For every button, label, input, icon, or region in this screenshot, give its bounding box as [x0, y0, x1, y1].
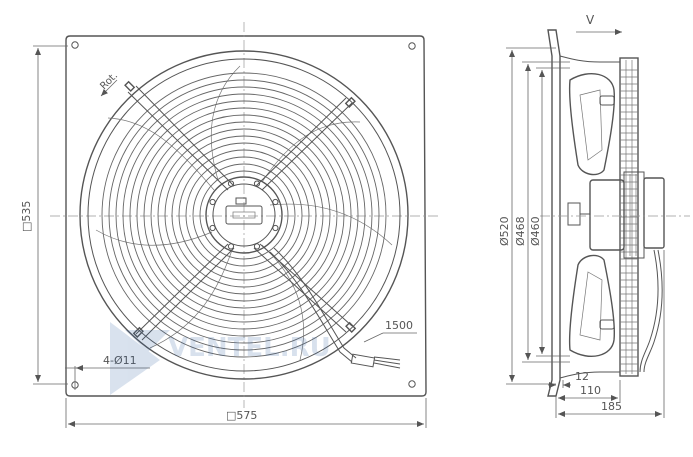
dim-185-label: 185 — [601, 400, 622, 413]
hub-bolt — [272, 224, 279, 232]
grill-ring — [157, 128, 331, 302]
grill-ring — [171, 142, 317, 288]
hub-bolt — [209, 224, 216, 232]
hub-bolt — [227, 180, 235, 187]
grill-ring — [108, 79, 380, 351]
watermark-text: VENTEL.RU — [168, 333, 331, 363]
grill-ring — [185, 156, 303, 274]
corner-hole-br — [408, 380, 416, 388]
side-cable — [639, 249, 659, 373]
hub-bolt — [253, 180, 261, 187]
width-dimension-label: □575 — [226, 409, 257, 422]
rotation-arrow: Rot. — [98, 70, 120, 97]
lower-blade — [568, 254, 616, 358]
motor-hub — [205, 176, 283, 254]
height-dimension: □535 — [20, 45, 68, 385]
venturi-inner-ring — [87, 58, 401, 372]
hub-bolt — [253, 243, 261, 250]
depth-dimensions: 12 110 185 — [548, 250, 665, 418]
side-terminal-box — [567, 202, 581, 226]
side-mounting-plate — [547, 29, 561, 397]
grill-ring — [150, 121, 338, 309]
width-dimension: □575 — [65, 398, 427, 428]
holes-label: 4-Ø11 — [103, 354, 137, 367]
guard-grill — [101, 72, 387, 358]
diameter-dimensions: Ø520 Ø468 Ø460 — [498, 47, 570, 385]
grill-ring — [143, 114, 345, 316]
cable-length-label: 1500 — [385, 319, 413, 332]
watermark-logo — [110, 322, 170, 395]
rotation-label: Rot. — [98, 70, 120, 92]
side-motor — [567, 171, 665, 259]
strut-clips — [124, 80, 357, 338]
mounting-plate — [65, 35, 427, 397]
guard-ribs — [620, 69, 638, 372]
height-dimension-label: □535 — [20, 201, 33, 232]
watermark: VENTEL.RU — [110, 322, 331, 395]
front-view: 1500 Rot. □535 4-Ø11 □575 — [20, 22, 438, 428]
dim-110-label: 110 — [580, 384, 601, 397]
hub-bolt — [209, 198, 216, 206]
hub-bolt — [227, 243, 235, 250]
corner-hole-tr — [408, 42, 416, 50]
side-view: V — [498, 13, 690, 418]
terminal-box — [225, 205, 263, 225]
dim-12-label: 12 — [575, 370, 589, 383]
dia-468-label: Ø468 — [514, 216, 527, 246]
corner-hole-tl — [71, 41, 79, 49]
grill-ring — [115, 86, 373, 344]
grill-ring — [101, 72, 387, 358]
grill-ring — [199, 170, 289, 260]
grill-ring — [122, 93, 366, 337]
venturi-outer-ring — [79, 50, 409, 380]
grill-ring — [136, 107, 352, 323]
power-cable — [269, 247, 401, 369]
grill-ring — [164, 135, 324, 295]
dia-520-label: Ø520 — [498, 216, 511, 246]
airflow-label: V — [586, 13, 595, 27]
grill-ring — [178, 149, 310, 281]
airflow-indicator: V — [576, 13, 622, 35]
hub-bolts — [209, 180, 279, 250]
hub-bolt — [272, 198, 279, 206]
dia-460-label: Ø460 — [529, 216, 542, 246]
grill-ring — [192, 163, 296, 267]
grill-ring — [129, 100, 359, 330]
holes-leader: 4-Ø11 — [65, 354, 150, 390]
upper-blade — [568, 72, 616, 176]
